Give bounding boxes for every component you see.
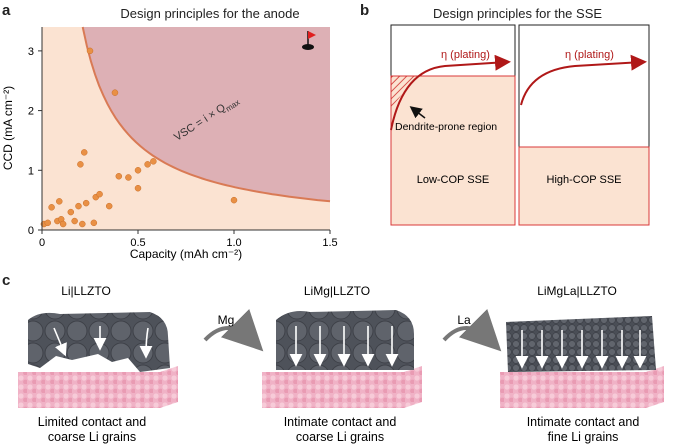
eta-label-right: η (plating) <box>565 49 614 61</box>
sse-diagram: η (plating) Dendrite-prone region Low-CO… <box>390 24 650 226</box>
stage-2-caption-line-1: Intimate contact and <box>284 415 397 429</box>
data-point <box>67 208 75 216</box>
data-point <box>48 204 55 211</box>
data-point <box>134 167 142 174</box>
stage-3-illustration <box>500 316 664 408</box>
mg-arrow <box>203 308 264 352</box>
data-point <box>59 220 67 228</box>
data-point <box>96 190 103 198</box>
mg-label: Mg <box>218 313 235 327</box>
data-point <box>90 219 98 227</box>
data-point <box>115 173 123 180</box>
la-label: La <box>457 313 471 327</box>
data-point <box>105 202 113 210</box>
x-tick-label: 1.5 <box>322 237 337 249</box>
data-point <box>56 198 63 205</box>
eta-label-left: η (plating) <box>441 49 490 61</box>
stage-1-illustration <box>18 312 178 408</box>
la-arrow <box>442 308 502 352</box>
y-tick-label: 2 <box>28 106 34 118</box>
data-point <box>75 202 82 210</box>
panel-a-letter: a <box>2 2 11 19</box>
x-tick-label: 1.0 <box>226 237 241 249</box>
data-points <box>40 47 238 228</box>
eta-curve-right <box>520 54 647 106</box>
y-axis-label: CCD (mA cm⁻²) <box>1 86 15 170</box>
vsc-curve <box>81 26 331 203</box>
stage-1-title: Li|LLZTO <box>61 284 111 298</box>
low-cop-label: Low-COP SSE <box>417 174 490 186</box>
data-point <box>71 217 78 225</box>
panel-c-letter: c <box>2 272 11 289</box>
stage-2-illustration <box>262 310 422 408</box>
eta-curve-left <box>390 54 511 131</box>
dendrite-arrow <box>409 106 426 119</box>
axis-ticks: 0 0.5 1.0 1.5 0 1 2 3 <box>28 46 338 249</box>
stage-1-caption-line-2: coarse Li grains <box>48 430 136 444</box>
y-tick-label: 1 <box>28 165 34 177</box>
flag-icon <box>302 31 316 50</box>
high-cop-sse <box>518 146 650 226</box>
panel-b-title: Design principles for the SSE <box>432 6 603 21</box>
data-point <box>150 158 157 165</box>
panel-b-letter: b <box>360 2 370 19</box>
x-axis-label: Capacity (mAh cm⁻²) <box>130 247 242 261</box>
interface-illustration: Li|LLZTO LiMg|LLZTO LiMgLa|LLZTO Mg La <box>18 284 664 444</box>
high-cop-label: High-COP SSE <box>547 174 622 186</box>
data-point <box>111 89 119 96</box>
data-point <box>79 220 86 228</box>
data-point <box>77 161 84 168</box>
data-point <box>44 219 52 227</box>
low-cop-sse <box>390 75 516 226</box>
stage-2-title: LiMg|LLZTO <box>304 284 370 298</box>
stage-1-caption-line-1: Limited contact and <box>38 415 146 429</box>
data-point <box>230 196 238 204</box>
y-tick-label: 0 <box>28 225 34 237</box>
dendrite-label: Dendrite-prone region <box>395 121 497 133</box>
stage-2-caption-line-2: coarse Li grains <box>296 430 384 444</box>
stage-3-title: LiMgLa|LLZTO <box>537 284 617 298</box>
stage-3-caption-line-1: Intimate contact and <box>527 415 640 429</box>
data-point <box>134 184 142 192</box>
data-point <box>144 161 151 168</box>
stage-3-caption-line-2: fine Li grains <box>548 430 619 444</box>
vsc-shaded-region <box>82 27 330 202</box>
data-point <box>80 149 88 156</box>
data-point <box>125 174 132 181</box>
panel-a-title: Design principles for the anode <box>120 6 300 21</box>
x-tick-label: 0.5 <box>130 237 145 249</box>
x-tick-label: 0 <box>39 237 45 249</box>
data-point <box>82 199 90 207</box>
y-tick-label: 3 <box>28 46 34 58</box>
data-point <box>86 47 94 55</box>
